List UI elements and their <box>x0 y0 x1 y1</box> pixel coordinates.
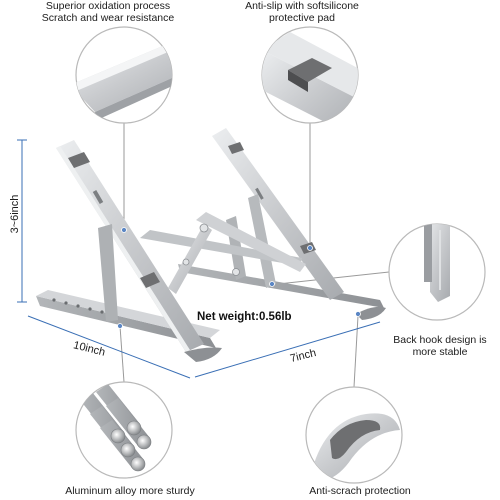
anti-slip-callout-line2: protective pad <box>269 12 335 24</box>
oxidation-callout-line2: Scratch and wear resistance <box>41 12 175 24</box>
surface-detail-icon <box>75 26 173 124</box>
back-hook-callout: Back hook design is more stable <box>380 334 500 358</box>
dimension-lines <box>17 139 381 379</box>
back-hook-icon <box>388 223 486 321</box>
back-hook-callout-line2: more stable <box>412 346 468 358</box>
laptop-stand <box>36 128 386 362</box>
oxidation-callout: Superior oxidation process Scratch and w… <box>8 0 208 24</box>
back-hook-callout-line1: Back hook design is <box>393 334 487 346</box>
anti-slip-callout: Anti-slip with softsilicone protective p… <box>232 0 372 24</box>
silicone-pad-icon <box>261 26 359 124</box>
rubber-foot-icon <box>305 386 403 484</box>
aluminum-callout: Aluminum alloy more sturdy <box>65 485 195 497</box>
anti-slip-callout-line1: Anti-slip with softsilicone <box>245 0 359 12</box>
net-weight-label: Net weight:0.56lb <box>197 311 292 323</box>
oxidation-callout-line1: Superior oxidation process <box>45 0 171 12</box>
anti-scratch-callout: Anti-scrach protection <box>309 485 411 497</box>
aluminum-rods-icon <box>75 381 173 479</box>
height-dimension-label: 3~6inch <box>9 194 21 234</box>
